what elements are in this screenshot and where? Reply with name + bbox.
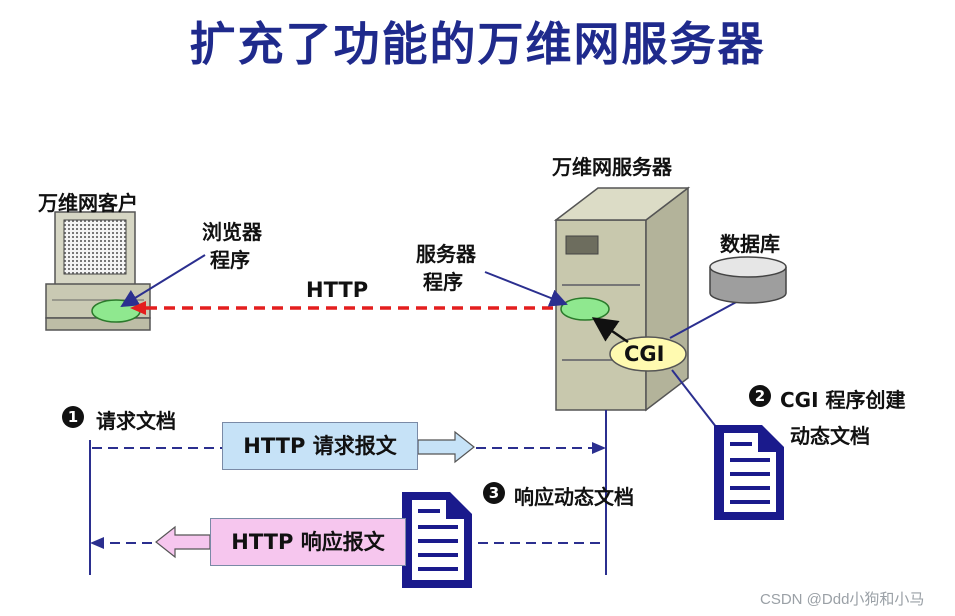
server-label: 万维网服务器 [552,155,672,179]
step-3-number: 3 [488,484,500,502]
response-arrowhead [90,537,104,549]
http-left-arrowhead [130,301,146,315]
cgi-label: CGI [624,342,665,366]
step-2-text-line2: 动态文档 [790,424,870,448]
request-arrowhead [592,442,606,454]
step-1-badge-icon [62,406,84,428]
watermark: CSDN @Ddd小狗和小马 [760,591,925,608]
request-hollow-arrow [417,430,475,464]
step-1-text: 请求文档 [96,409,176,433]
step-2-number: 2 [754,387,766,405]
server-program-ellipse [560,297,610,321]
server-program-label-line2: 程序 [423,270,463,294]
client-label: 万维网客户 [38,191,138,215]
dynamic-document-icon [714,425,784,520]
browser-label-line1: 浏览器 [202,220,262,244]
step-2-badge-icon [749,385,771,407]
cgi-to-document-line [671,369,721,433]
browser-label-line2: 程序 [210,248,250,272]
browser-program-ellipse [91,299,141,323]
step-3-text: 响应动态文档 [514,485,634,509]
browser-pointer-line [120,254,206,308]
step-1-number: 1 [67,408,79,426]
cgi-to-server-arrow [591,317,629,344]
server-pointer-line [484,271,568,307]
database-label: 数据库 [720,232,780,256]
step-3-badge-icon [483,482,505,504]
cgi-to-database-line [669,299,741,339]
http-protocol-label: HTTP [306,278,369,302]
page-title: 扩充了功能的万维网服务器 [189,17,766,71]
response-hollow-arrow [155,525,211,559]
cgi-ellipse [609,336,687,372]
server-program-label-line1: 服务器 [416,242,476,266]
step-2-text-line1: CGI 程序创建 [780,388,906,412]
request-message-box: HTTP 请求报文 [222,422,418,470]
response-document-icon [402,492,472,588]
response-message-box: HTTP 响应报文 [210,518,406,566]
database-icon [709,256,787,304]
